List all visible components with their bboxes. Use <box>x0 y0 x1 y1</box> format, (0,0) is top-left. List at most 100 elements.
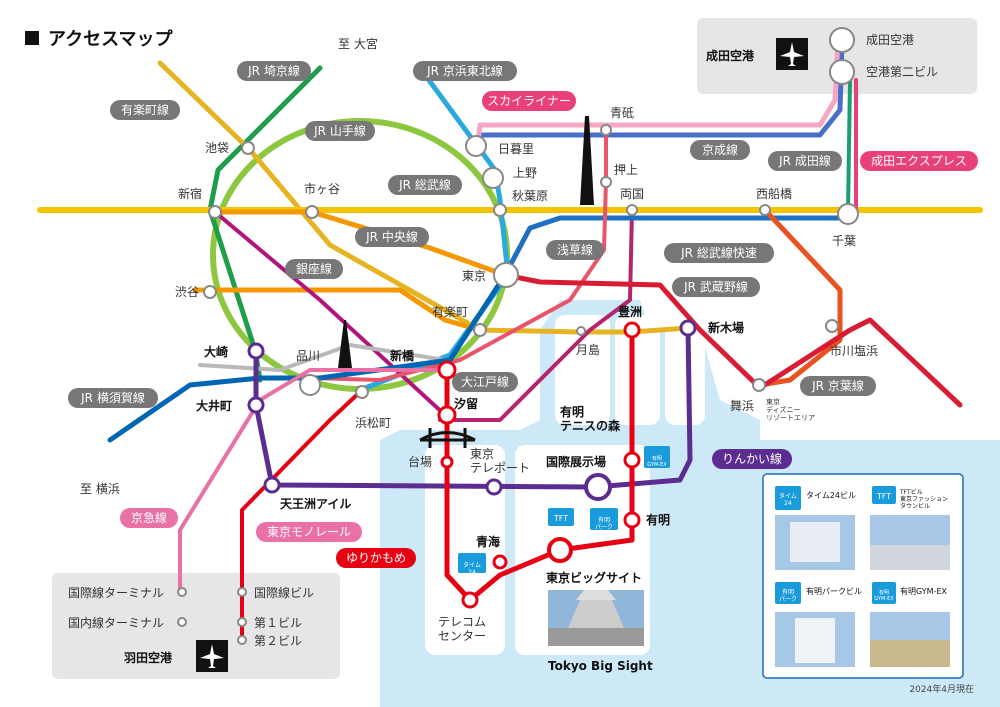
title-square <box>25 31 39 45</box>
haneda-airport-box <box>52 573 340 679</box>
line-keiyo <box>502 272 963 408</box>
svg-text:有明GYM-EX: 有明GYM-EX <box>900 586 948 596</box>
station-shinagawa: 品川 <box>296 349 320 363</box>
station-intl-terminal: 国際線ターミナル <box>68 585 164 600</box>
station-shibuya: 渋谷 <box>175 285 199 299</box>
station-aomi: 青海 <box>476 534 500 549</box>
svg-text:JR 総武線快速: JR 総武線快速 <box>680 245 757 260</box>
tag-keihin: JR 京浜東北線 <box>413 61 517 81</box>
tag-skyliner: スカイライナー <box>482 91 576 111</box>
station-terminal1: 第１ビル <box>254 616 302 630</box>
svg-text:成田エクスプレス: 成田エクスプレス <box>871 154 967 168</box>
station-ariake: 有明 <box>646 512 670 527</box>
station-ueno: 上野 <box>513 166 537 180</box>
station-ichigaya: 市ヶ谷 <box>304 181 340 196</box>
tag-saikyo: JR 埼京線 <box>237 61 311 81</box>
svg-text:タイム24: タイム24 <box>463 561 481 576</box>
station-ichikawashiohama: 市川塩浜 <box>830 343 878 358</box>
svg-text:京成線: 京成線 <box>702 142 738 157</box>
airplane-icon <box>196 640 228 672</box>
tag-narita-express: 成田エクスプレス <box>860 151 978 171</box>
svg-text:TFT: TFT <box>876 492 891 501</box>
svg-text:JR 京葉線: JR 京葉線 <box>811 378 864 393</box>
tokyo-tower-icon <box>338 320 352 368</box>
svg-text:有明パーク: 有明パーク <box>595 516 613 531</box>
station-bigsight: 東京ビッグサイト <box>546 570 642 585</box>
svg-text:TFT: TFT <box>553 514 568 523</box>
station-tsukishima: 月島 <box>576 342 600 357</box>
station-shiodome: 汐留 <box>454 396 478 411</box>
station-kokusai-tenjijo: 国際展示場 <box>546 454 606 469</box>
station-disney: 東京ディズニーリゾートエリア <box>766 397 815 422</box>
svg-text:浅草線: 浅草線 <box>557 242 593 257</box>
line-oedo <box>438 208 634 422</box>
line-ginza <box>192 287 483 333</box>
station-toyosu: 豊洲 <box>618 304 642 319</box>
line-tags: 有楽町線 JR 埼京線 JR 京浜東北線 JR 山手線 スカイライナー 京成線 … <box>68 61 978 568</box>
svg-text:JR 総武線: JR 総武線 <box>398 177 451 192</box>
svg-text:大江戸線: 大江戸線 <box>461 374 509 389</box>
svg-text:有明パークビル: 有明パークビル <box>806 586 862 596</box>
badge-tft: TFT <box>548 508 574 526</box>
tag-keiyo: JR 京葉線 <box>800 376 876 396</box>
airplane-icon <box>776 38 808 70</box>
svg-text:JR 埼京線: JR 埼京線 <box>247 63 300 78</box>
svg-text:JR 山手線: JR 山手線 <box>313 123 366 138</box>
direction-omiya: 至 大宮 <box>338 36 378 51</box>
line-yurikamome <box>444 329 635 603</box>
tag-chuo: JR 中央線 <box>355 227 429 247</box>
svg-text:京急線: 京急線 <box>131 510 167 525</box>
tag-monorail: 東京モノレール <box>256 522 362 542</box>
svg-text:りんかい線: りんかい線 <box>722 451 782 466</box>
tag-keikyu: 京急線 <box>120 508 178 528</box>
date-note: 2024年4月現在 <box>909 683 974 695</box>
station-telecom-center: テレコムセンター <box>438 615 486 643</box>
station-osaki: 大崎 <box>204 344 228 359</box>
tag-oedo: 大江戸線 <box>452 372 518 392</box>
svg-text:東京モノレール: 東京モノレール <box>267 525 351 539</box>
tag-sobu-rapid: JR 総武線快速 <box>664 243 774 263</box>
station-chiba: 千葉 <box>832 234 856 248</box>
svg-text:有明GYM-EX: 有明GYM-EX <box>647 455 667 468</box>
svg-text:スカイライナー: スカイライナー <box>487 94 571 108</box>
svg-text:JR 横須賀線: JR 横須賀線 <box>80 390 145 405</box>
svg-text:タイム24: タイム24 <box>779 492 797 507</box>
tag-yokosuka: JR 横須賀線 <box>68 388 158 408</box>
station-labels: 池袋 新宿 市ヶ谷 渋谷 日暮里 上野 秋葉原 青砥 押上 両国 西船橋 千葉 … <box>175 106 878 643</box>
station-ariake-tennis: 有明テニスの森 <box>560 404 621 433</box>
station-narita-airport: 成田空港 <box>866 33 914 47</box>
station-tennozu: 天王洲アイル <box>280 497 351 511</box>
tag-musashino: JR 武蔵野線 <box>672 277 760 297</box>
station-ikebukuro: 池袋 <box>205 141 229 155</box>
station-yurakucho: 有楽町 <box>432 305 468 319</box>
svg-text:TFTビル東京ファッションタウンビル: TFTビル東京ファッションタウンビル <box>899 488 948 510</box>
line-sobu-rapid <box>502 215 851 278</box>
station-shinbashi: 新橋 <box>390 348 415 363</box>
line-mita <box>213 210 447 417</box>
station-aoto: 青砥 <box>610 106 634 120</box>
rainbow-bridge-icon <box>419 428 476 448</box>
station-shinjuku: 新宿 <box>178 186 202 201</box>
tag-yurakucho: 有楽町線 <box>110 100 180 120</box>
bigsight-photo <box>548 590 644 646</box>
svg-text:有明GYM-EX: 有明GYM-EX <box>874 589 894 602</box>
station-intl-building: 国際線ビル <box>254 585 314 600</box>
svg-text:タイム24ビル: タイム24ビル <box>806 491 856 500</box>
tag-keisei: 京成線 <box>690 140 750 160</box>
svg-text:銀座線: 銀座線 <box>296 261 332 276</box>
direction-yokohama: 至 横浜 <box>80 482 120 496</box>
airport-narita-name: 成田空港 <box>706 48 755 63</box>
station-domestic-terminal: 国内線ターミナル <box>68 615 164 630</box>
tag-rinkai: りんかい線 <box>712 449 792 469</box>
station-markers <box>177 27 859 645</box>
line-monorail <box>240 390 362 642</box>
tag-narita-line: JR 成田線 <box>768 151 842 171</box>
tag-sobu: JR 総武線 <box>388 175 462 195</box>
tag-ginza: 銀座線 <box>285 259 343 279</box>
station-airport-terminal2: 空港第二ビル <box>866 65 938 79</box>
svg-text:有楽町線: 有楽町線 <box>121 102 169 117</box>
